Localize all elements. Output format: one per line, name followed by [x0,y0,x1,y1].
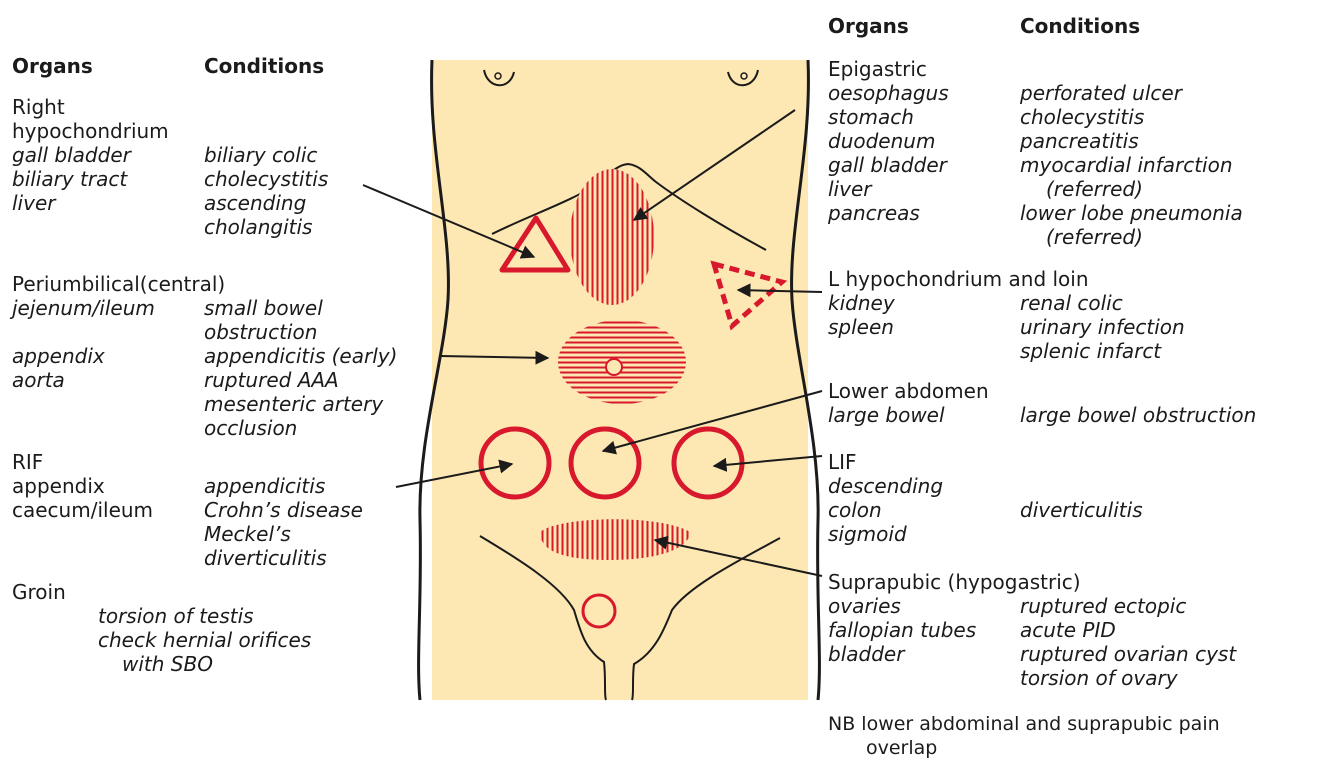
condition-item: acute PID [1020,618,1116,642]
condition-item: cholecystitis [204,167,328,191]
region-lower-abdomen: Lower abdomen [828,379,989,403]
organ-item: biliary tract [12,167,127,191]
condition-item: torsion of ovary [1020,666,1178,690]
periumbilical-hatched-oval [558,320,686,404]
right-organs-header: Organs [828,14,909,38]
organ-item: gall bladder [12,143,131,167]
organ-item: liver [12,191,55,215]
organ-item: gall bladder [828,153,947,177]
condition-item: Crohn’s disease [204,498,363,522]
condition-item: check hernial orifices [98,628,311,652]
condition-item: urinary infection [1020,315,1185,339]
left-organs-header: Organs [12,54,93,78]
organ-item: liver [828,177,871,201]
condition-item: large bowel obstruction [1020,403,1256,427]
condition-item: appendicitis (early) [204,344,397,368]
region-periumbilical: Periumbilical(central) [12,272,225,296]
organ-item: bladder [828,642,904,666]
organ-item: spleen [828,315,894,339]
organ-item: fallopian tubes [828,618,976,642]
condition-item: splenic infarct [1020,339,1161,363]
condition-item: Meckel’s [204,522,291,546]
condition-item: (referred) [1046,177,1143,201]
nb-note-line-2: overlap [866,736,937,760]
region-right-hypochondrium-1: Right [12,95,65,119]
region-right-hypochondrium-2: hypochondrium [12,119,169,143]
condition-item: obstruction [204,320,317,344]
nb-note-line-1: NB lower abdominal and suprapubic pain [828,712,1220,736]
organ-item: pancreas [828,201,920,225]
organ-item: colon [828,498,882,522]
organ-item: caecum/ileum [12,498,153,522]
organ-item: appendix [12,344,105,368]
organ-item: stomach [828,105,914,129]
region-rif: RIF [12,450,43,474]
organ-item: kidney [828,291,895,315]
condition-item: appendicitis [204,474,325,498]
condition-item: biliary colic [204,143,317,167]
condition-item: cholangitis [204,215,312,239]
organ-item: sigmoid [828,522,907,546]
condition-item: renal colic [1020,291,1123,315]
condition-item: lower lobe pneumonia [1020,201,1243,225]
organ-item: duodenum [828,129,935,153]
organ-item: oesophagus [828,81,949,105]
condition-item: mesenteric artery [204,392,383,416]
condition-item: with SBO [122,652,213,676]
condition-item: diverticulitis [204,546,327,570]
right-conditions-header: Conditions [1020,14,1140,38]
organ-item: descending [828,474,943,498]
umbilicus [606,359,622,375]
organ-item: appendix [12,474,105,498]
region-lif: LIF [828,450,857,474]
region-l-hypochondrium: L hypochondrium and loin [828,267,1089,291]
region-groin: Groin [12,580,66,604]
region-suprapubic: Suprapubic (hypogastric) [828,570,1081,594]
condition-item: ruptured ovarian cyst [1020,642,1236,666]
condition-item: diverticulitis [1020,498,1143,522]
organ-item: ovaries [828,594,901,618]
condition-item: pancreatitis [1020,129,1139,153]
condition-item: occlusion [204,416,297,440]
condition-item: myocardial infarction [1020,153,1233,177]
organ-item: jejenum/ileum [12,296,155,320]
condition-item: (referred) [1046,225,1143,249]
region-epigastric: Epigastric [828,57,927,81]
condition-item: small bowel [204,296,323,320]
condition-item: ruptured AAA [204,368,339,392]
organ-item: aorta [12,368,65,392]
condition-item: perforated ulcer [1020,81,1182,105]
condition-item: ascending [204,191,306,215]
organ-item: large bowel [828,403,945,427]
condition-item: ruptured ectopic [1020,594,1186,618]
condition-item: cholecystitis [1020,105,1144,129]
left-conditions-header: Conditions [204,54,324,78]
epigastric-hatched-oval [570,169,654,305]
condition-item: torsion of testis [98,604,254,628]
